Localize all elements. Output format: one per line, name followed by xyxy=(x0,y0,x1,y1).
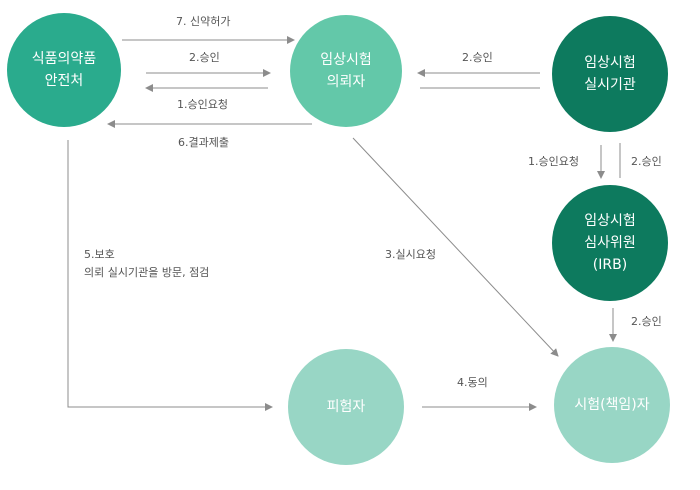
label-approve-investigator: 2.승인 xyxy=(631,315,662,328)
node-sponsor-line-1: 임상시험 xyxy=(320,52,372,68)
node-site-line-2: 실시기관 xyxy=(584,77,636,93)
node-site: 임상시험 실시기관 xyxy=(552,16,668,132)
label-consent: 4.동의 xyxy=(457,376,488,389)
label-request-mfds: 1.승인요청 xyxy=(177,98,228,111)
node-mfds: 식품의약품 안전처 xyxy=(7,13,121,127)
label-inspect: 의뢰 실시기관을 방문, 점검 xyxy=(84,266,210,279)
node-mfds-line-1: 식품의약품 xyxy=(31,51,97,67)
node-irb-line-3: (IRB) xyxy=(592,257,628,273)
label-license: 7. 신약허가 xyxy=(176,15,231,28)
node-subject-line-1: 피험자 xyxy=(326,399,366,415)
label-approve-mfds: 2.승인 xyxy=(189,51,220,64)
node-irb-line-1: 임상시험 xyxy=(584,213,636,229)
label-approve-site: 2.승인 xyxy=(462,51,493,64)
node-irb: 임상시험 심사위원 (IRB) xyxy=(552,185,668,301)
label-approve-irb: 2.승인 xyxy=(631,155,662,168)
label-conduct: 3.실시요청 xyxy=(385,248,436,261)
node-investigator: 시험(책임)자 xyxy=(554,347,670,463)
label-request-irb: 1.승인요청 xyxy=(528,155,579,168)
node-irb-line-2: 심사위원 xyxy=(584,235,636,251)
arrow-conduct xyxy=(352,137,559,357)
label-report: 6.결과제출 xyxy=(178,136,229,149)
label-protect: 5.보호 xyxy=(84,248,115,261)
node-sponsor-line-2: 의뢰자 xyxy=(326,74,366,90)
node-site-line-1: 임상시험 xyxy=(584,55,636,71)
node-mfds-line-2: 안전처 xyxy=(44,73,84,89)
node-investigator-line-1: 시험(책임)자 xyxy=(574,397,650,413)
arrow-protect xyxy=(67,140,273,411)
node-subject: 피험자 xyxy=(288,349,404,465)
node-sponsor: 임상시험 의뢰자 xyxy=(290,15,402,127)
